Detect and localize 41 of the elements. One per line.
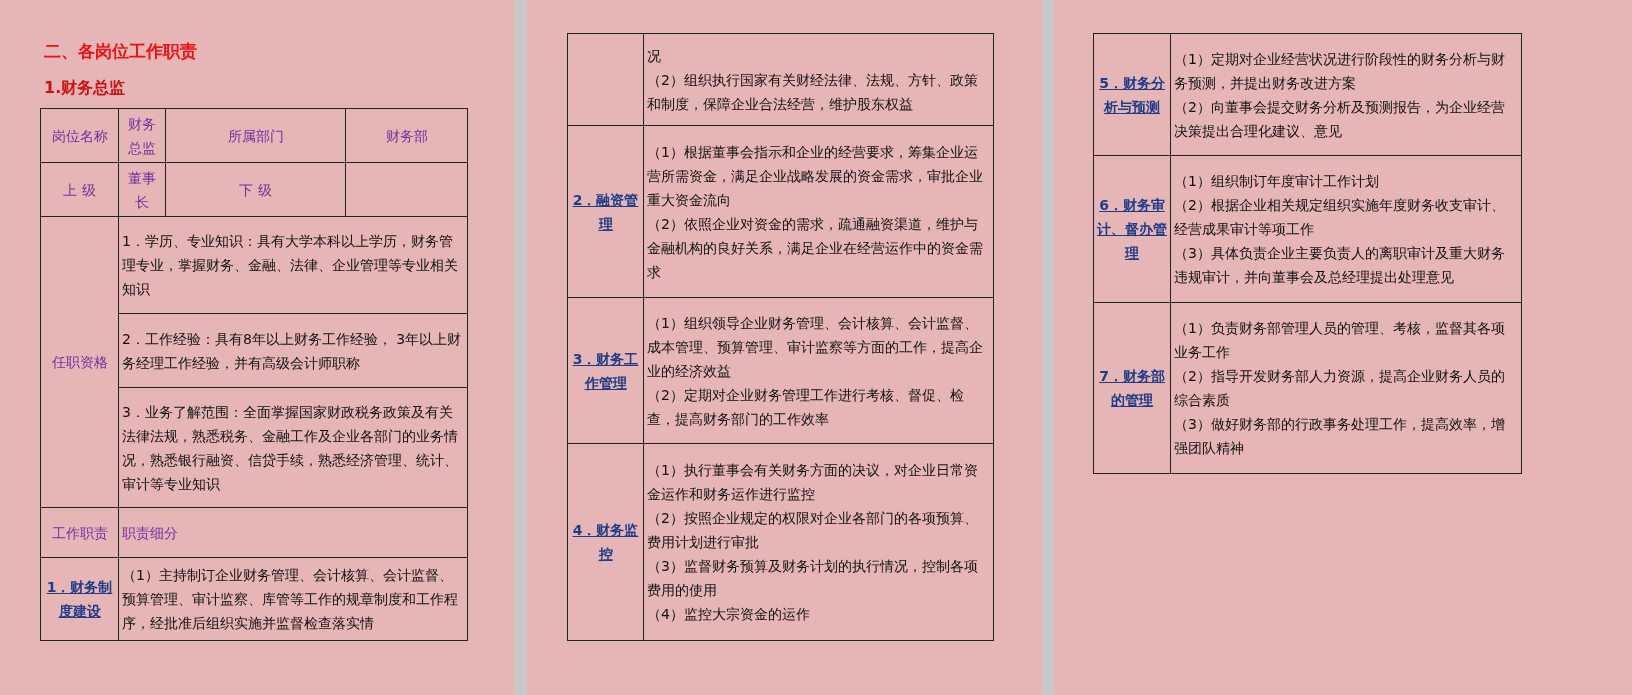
duty-text: （2）按照企业规定的权限对企业各部门的各项预算、费用计划进行审批	[647, 509, 979, 552]
duty-text: （3）具体负责企业主要负责人的离职审计及重大财务违规审计，并向董事会及总经理提出处理意见	[1174, 244, 1506, 287]
field-label: 董事长	[128, 169, 156, 210]
duty-category-link: 3．财务工作管理	[572, 350, 639, 391]
field-label: 任职资格	[51, 354, 108, 370]
duty-category-link: 4．财务监控	[572, 522, 639, 562]
duty-category-link: 2．融资管理	[572, 191, 639, 232]
duty-text: （2）组织执行国家有关财经法律、法规、方针、政策和制度，保障企业合法经营，维护股东权益	[647, 70, 979, 114]
duty-category-link: 7．财务部的管理	[1099, 368, 1165, 408]
duty-text: （2）定期对企业财务管理工作进行考核、督促、检查，提高财务部门的工作效率	[647, 385, 965, 429]
duty-text: （1）执行董事会有关财务方面的决议，对企业日常资金运作和财务运作进行监控	[647, 461, 979, 504]
qualification-text: 1．学历、专业知识：具有大学本科以上学历，财务管理专业，掌握财务、金融、法律、企业管理等专业相关知识	[122, 232, 459, 299]
qualification-text: 2．工作经验：具有8年以上财务工作经验， 3年以上财务经理工作经验，并有高级会计师职称	[122, 329, 463, 373]
duty-text: （3）做好财务部的行政事务处理工作，提高效率，增强团队精神	[1174, 415, 1506, 458]
duty-text: （2）依照企业对资金的需求，疏通融资渠道，维护与金融机构的良好关系，满足企业在经营运作中的资金需求	[647, 214, 984, 282]
duty-text: （2）指导开发财务部人力资源，提高企业财务人员的综合素质	[1174, 367, 1506, 410]
duty-text: （1）根据董事会指示和企业的经营要求，筹集企业运营所需资金，满足企业战略发展的资金需求，审批企业重大资金流向	[647, 142, 984, 210]
duty-text: （2）向董事会提交财务分析及预测报告，为企业经营决策提出合理化建议、意见	[1174, 97, 1506, 141]
duty-text: （1）定期对企业经营状况进行阶段性的财务分析与财务预测，并提出财务改进方案	[1174, 49, 1506, 93]
duty-category-link: 1．财务制度建设	[46, 579, 113, 619]
duty-text: （1）组织制订年度审计工作计划	[1174, 172, 1380, 191]
field-label: 上 级	[63, 181, 96, 198]
subsection-heading: 1.财务总监	[44, 78, 126, 99]
field-label: 财务总监	[128, 115, 156, 156]
qualification-text: 3．业务了解范围：全面掌握国家财政税务政策及有关法律法规，熟悉税务、金融工作及企业各部门的业务情况，熟悉银行融资、信贷手续，熟悉经济管理、统计、审计等专业知识	[122, 402, 459, 494]
duty-text: （1）负责财务部管理人员的管理、考核，监督其各项业务工作	[1174, 319, 1506, 362]
duty-text: （2）根据企业相关规定组织实施年度财务收支审计、经营成果审计等项工作	[1174, 196, 1506, 239]
field-label: 所属部门	[227, 127, 284, 144]
field-label: 财务部	[385, 127, 428, 144]
duty-text: 况	[647, 46, 662, 66]
duty-category-link: 6．财务审计、督办管理	[1097, 197, 1167, 261]
duty-category-link: 5．财务分析与预测	[1099, 74, 1165, 115]
field-label: 工作职责	[51, 524, 108, 541]
duty-text: （4）监控大宗资金的运作	[647, 605, 811, 624]
duty-text: （1）组织领导企业财务管理、会计核算、会计监督、成本管理、预算管理、审计监察等方面的工作，提高企业的经济效益	[647, 313, 984, 381]
field-label: 下 级	[239, 181, 272, 198]
field-label: 岗位名称	[51, 127, 108, 144]
field-label: 职责细分	[122, 524, 178, 541]
duty-text: （3）监督财务预算及财务计划的执行情况，控制各项费用的使用	[647, 557, 979, 600]
section-heading: 二、各岗位工作职责	[44, 40, 197, 63]
duty-text: （1）主持制订企业财务管理、会计核算、会计监督、预算管理、审计监察、库管等工作的规章制度和工作程序，经批准后组织实施并监督检查落实情	[122, 566, 459, 633]
